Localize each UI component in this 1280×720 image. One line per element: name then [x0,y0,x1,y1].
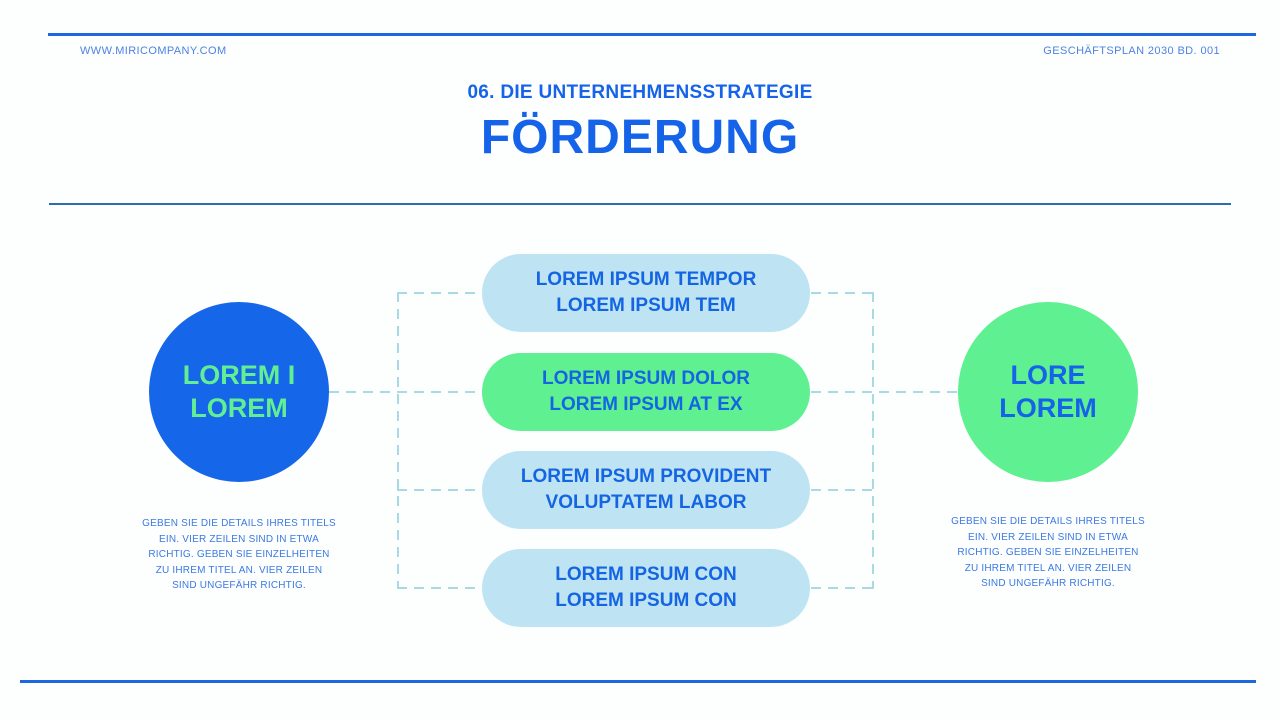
header-website: WWW.MIRICOMPANY.COM [80,45,227,57]
title-divider-line [49,203,1231,205]
top-rule-line [48,33,1256,36]
pill-1-line2: LOREM IPSUM TEM [556,295,736,316]
left-note-line2: EIN. VIER ZEILEN SIND IN ETWA [159,533,319,545]
right-note-line3: RICHTIG. GEBEN SIE EINZELHEITEN [957,547,1139,558]
connector-right-box3 [811,489,873,491]
pill-4-line2: LOREM IPSUM CON [555,590,737,611]
right-note: GEBEN SIE DIE DETAILS IHRES TITELS EIN. … [928,514,1168,592]
pill-1-line1: LOREM IPSUM TEMPOR [535,268,757,290]
right-note-line4: ZU IHREM TITEL AN. VIER ZEILEN [964,562,1132,574]
left-circle-label-line2: LOREM [190,393,288,423]
right-circle-label-line2: LOREM [999,393,1097,423]
right-note-line2: EIN. VIER ZEILEN SIND IN ETWA [968,531,1128,543]
connector-left-box1 [397,292,483,294]
right-circle-label-line1: LORE [1010,360,1086,391]
strategy-pill-2: LOREM IPSUM DOLOR LOREM IPSUM AT EX [482,353,810,431]
left-note-line4: ZU IHREM TITEL AN. VIER ZEILEN [155,564,323,576]
left-circle: LOREM I LOREM [149,302,329,482]
connector-right-circle [811,391,958,393]
left-note-line5: SIND UNGEFÄHR RICHTIG. [172,580,306,591]
pill-2-line2: LOREM IPSUM AT EX [549,394,743,415]
strategy-pill-3: LOREM IPSUM PROVIDENT VOLUPTATEM LABOR [482,451,810,529]
connector-vertical-left [397,292,399,589]
strategy-pill-1: LOREM IPSUM TEMPOR LOREM IPSUM TEM [482,254,810,332]
header-doc-ref: GESCHÄFTSPLAN 2030 BD. 001 [1043,45,1220,57]
connector-left-box3 [397,489,483,491]
pill-3-line2: VOLUPTATEM LABOR [545,492,747,513]
left-circle-label-line1: LOREM I [182,360,296,391]
section-kicker: 06. DIE UNTERNEHMENSSTRATEGIE [467,82,813,103]
pill-2-line1: LOREM IPSUM DOLOR [542,367,750,389]
connector-right-box1 [811,292,873,294]
bottom-rule-line [20,680,1256,683]
right-circle: LORE LOREM [958,302,1138,482]
page-title: FÖRDERUNG [480,111,800,164]
pill-4-line1: LOREM IPSUM CON [555,563,737,585]
right-note-line1: GEBEN SIE DIE DETAILS IHRES TITELS [951,516,1145,527]
connector-left-circle [329,391,483,393]
right-note-line5: SIND UNGEFÄHR RICHTIG. [981,578,1115,589]
connector-right-box4 [811,587,873,589]
connector-vertical-right [872,292,874,589]
pill-3-line1: LOREM IPSUM PROVIDENT [520,465,772,487]
left-note: GEBEN SIE DIE DETAILS IHRES TITELS EIN. … [119,516,359,594]
connector-left-box4 [397,587,483,589]
left-note-line1: GEBEN SIE DIE DETAILS IHRES TITELS [142,518,336,529]
strategy-pill-4: LOREM IPSUM CON LOREM IPSUM CON [482,549,810,627]
left-note-line3: RICHTIG. GEBEN SIE EINZELHEITEN [148,549,330,560]
